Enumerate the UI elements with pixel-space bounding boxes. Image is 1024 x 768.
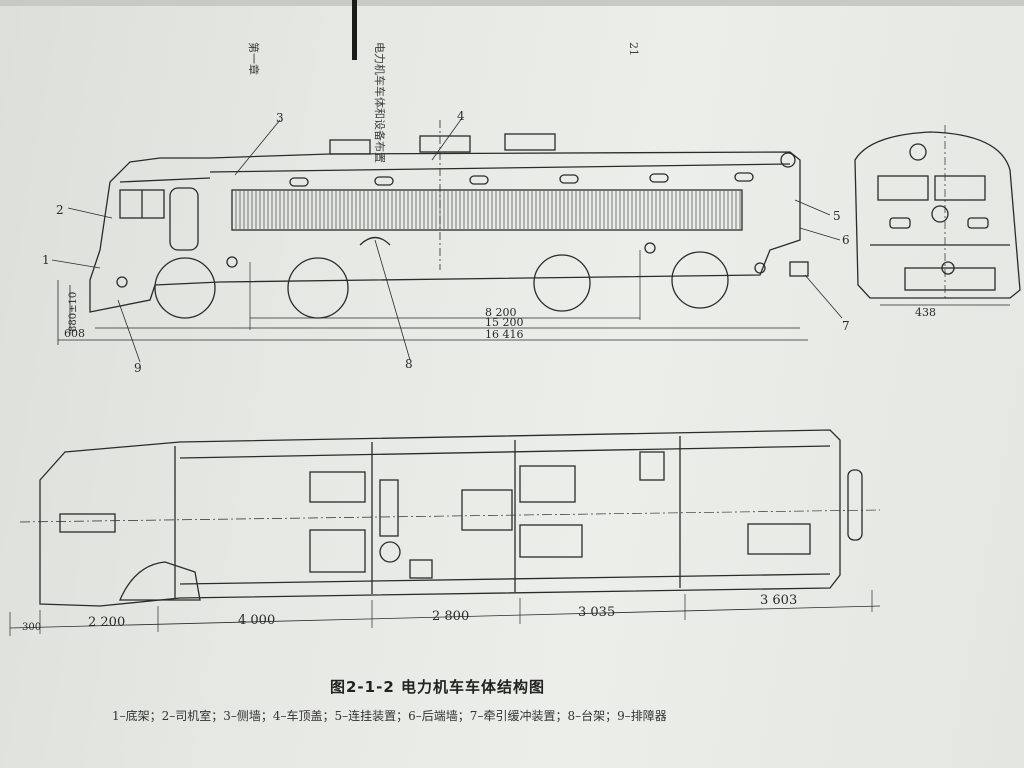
equipment-block — [379, 479, 399, 537]
dim-overall-length: 16 416 — [485, 328, 524, 341]
end-buffer-beam — [904, 267, 996, 291]
bogie-platform — [359, 236, 391, 246]
plan-centre-line — [19, 509, 881, 523]
equipment-block — [519, 524, 583, 558]
equipment-block — [639, 451, 665, 481]
figure-legend: 1–底架；2–司机室；3–侧墙；4–车顶盖；5–连挂装置；6–后端墙；7–牵引缓… — [112, 709, 667, 723]
dim-end-width: 438 — [915, 306, 936, 319]
roof-horn — [780, 152, 796, 168]
plan-view — [9, 429, 881, 636]
carbody-outline — [89, 151, 801, 313]
page-top-edge — [0, 0, 1024, 6]
cab-door — [169, 187, 199, 251]
wheel — [154, 257, 216, 319]
dim-coupler-height: 880±10 — [68, 292, 79, 332]
header-rule — [352, 0, 357, 60]
plan-dim-line — [9, 605, 881, 629]
plan-dim-3603: 3 603 — [760, 593, 797, 608]
callout-5: 5 — [833, 209, 841, 223]
end-view — [854, 125, 1021, 306]
headlight — [909, 143, 927, 161]
side-view — [51, 117, 843, 363]
callout-6: 6 — [842, 233, 850, 247]
equipment-block — [461, 489, 513, 531]
callout-3: 3 — [276, 111, 284, 125]
equipment-round — [379, 541, 401, 563]
dim-front-overhang: 608 — [64, 327, 85, 340]
callout-4: 4 — [457, 109, 465, 123]
equipment-block — [309, 529, 366, 573]
bolt — [226, 256, 238, 268]
callout-leader — [117, 299, 141, 363]
cab-console — [59, 513, 116, 533]
callout-8: 8 — [405, 357, 413, 371]
callout-leader — [804, 274, 843, 319]
plan-inner-line — [179, 445, 831, 459]
plan-dim-2800: 2 800 — [432, 609, 469, 624]
callout-leader — [374, 239, 411, 361]
roof-edge-line — [209, 163, 791, 173]
callout-7: 7 — [842, 319, 850, 333]
callout-1: 1 — [42, 253, 50, 267]
end-coupler — [941, 261, 955, 275]
side-grille — [231, 189, 743, 231]
plan-outline — [39, 429, 841, 607]
bolt — [644, 242, 656, 254]
plan-dim-3035: 3 035 — [578, 605, 615, 620]
equipment-block — [519, 465, 576, 503]
roof-hatch — [504, 133, 556, 151]
equipment-block — [747, 523, 811, 555]
plan-coupler — [847, 469, 863, 541]
callout-leader — [67, 207, 113, 219]
cab-roof-line — [119, 177, 211, 183]
end-outline — [854, 131, 1021, 299]
roof-hatch — [329, 139, 371, 155]
figure-caption: 图2-1-2 电力机车车体结构图 — [330, 678, 545, 696]
wheel — [287, 257, 349, 319]
plan-dim-300: 300 — [22, 622, 41, 633]
callout-leader — [431, 117, 463, 161]
bolt — [754, 262, 766, 274]
rear-coupler — [789, 261, 809, 277]
equipment-block — [409, 559, 433, 579]
end-window — [877, 175, 929, 201]
plan-dim-2200: 2 200 — [88, 615, 125, 630]
end-window — [934, 175, 986, 201]
bolt — [116, 276, 128, 288]
cab-stair — [119, 561, 201, 601]
side-small-windows — [289, 172, 754, 187]
roof-hatch — [419, 135, 471, 153]
callout-leader — [51, 259, 101, 269]
equipment-block — [309, 471, 366, 503]
dim-frame-length: 15 200 — [485, 316, 524, 329]
callout-2: 2 — [56, 203, 64, 217]
end-light — [931, 205, 949, 223]
callout-9: 9 — [134, 361, 142, 375]
callout-leader — [234, 119, 281, 176]
wheel — [533, 254, 591, 312]
marker-light — [889, 217, 911, 229]
dim-bogie-centers: 8 200 — [485, 306, 517, 319]
marker-light — [967, 217, 989, 229]
callout-leader — [794, 199, 831, 216]
wheel — [671, 251, 729, 309]
callout-leader — [799, 227, 841, 241]
grille-slats — [235, 191, 741, 229]
plan-inner-line — [179, 573, 831, 585]
plan-dim-4000: 4 000 — [238, 613, 275, 628]
